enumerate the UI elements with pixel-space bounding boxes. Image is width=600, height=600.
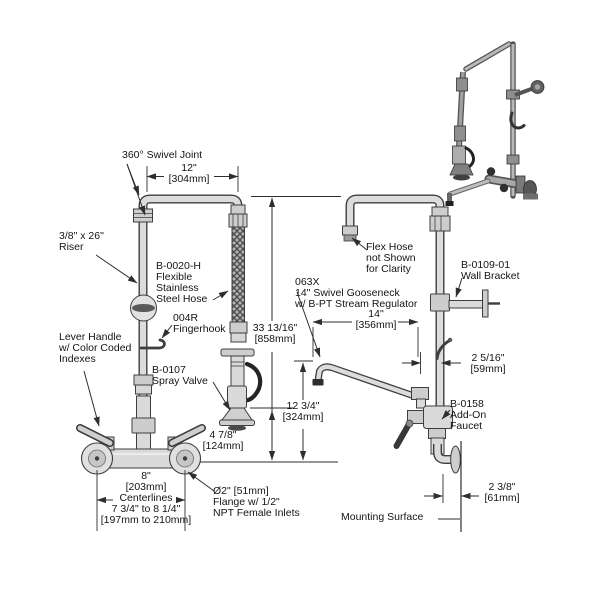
dim-inlet-centers: 8" [203mm] Centerlines [119, 470, 173, 504]
label-riser: 3/8" x 26" Riser [59, 230, 104, 253]
dim-gooseneck-offset: 2 5/16" [59mm] [470, 352, 506, 375]
label-wall-bracket: B-0109-01 Wall Bracket [461, 259, 520, 282]
label-swivel-joint: 360° Swivel Joint [122, 149, 203, 161]
addon-faucet-handle [393, 421, 412, 449]
label-flex-hose-note: Flex Hose not Shown for Clarity [366, 241, 416, 275]
gooseneck-spout [312, 363, 429, 409]
spray-valve [219, 355, 263, 431]
dim-top-width: 12" [304mm] [168, 162, 210, 185]
label-flex-hose-part: B-0020-H Flexible Stainless Steel Hose [156, 260, 208, 305]
isometric-view [445, 41, 545, 206]
left-assembly [76, 194, 263, 475]
label-flange: Ø2" [51mm] Flange w/ 1/2" NPT Female Inl… [213, 485, 300, 519]
hook [435, 339, 451, 360]
dim-overall-height: 33 13/16" [858mm] [252, 322, 298, 345]
label-addon-faucet: B-0158 Add-On Faucet [450, 398, 487, 432]
label-fingerhook: 004R Fingerhook [173, 312, 226, 335]
dim-wall-offset: 2 3/8" [61mm] [484, 481, 520, 504]
dimension-lines [96, 166, 479, 532]
flex-hose-stub [342, 225, 358, 236]
right-assembly [312, 194, 500, 474]
wall-inlet-flange [450, 445, 461, 474]
label-lever-handle: Lever Handle w/ Color Coded Indexes [59, 331, 132, 365]
dim-gooseneck-reach: 14" [356mm] [355, 308, 397, 331]
wall-mount-faucet [76, 395, 206, 475]
leader-lines [83, 163, 463, 520]
dim-spout-height: 12 3/4" [324mm] [282, 400, 324, 423]
braided-hose [231, 226, 245, 323]
dim-valve-height: 4 7/8" [124mm] [202, 429, 244, 452]
fingerhook-shape [139, 338, 166, 350]
swivel-joint-nut [133, 208, 153, 223]
wall-bracket [430, 289, 500, 318]
label-mounting-surface: Mounting Surface [341, 511, 424, 523]
label-spray-valve: B-0107 Spray Valve [152, 364, 208, 387]
dim-inlet-centers-range: 7 3/4" to 8 1/4" [197mm to 210mm] [100, 503, 192, 526]
label-gooseneck: 063X 14" Swivel Gooseneck w/ B-PT Stream… [295, 276, 418, 310]
